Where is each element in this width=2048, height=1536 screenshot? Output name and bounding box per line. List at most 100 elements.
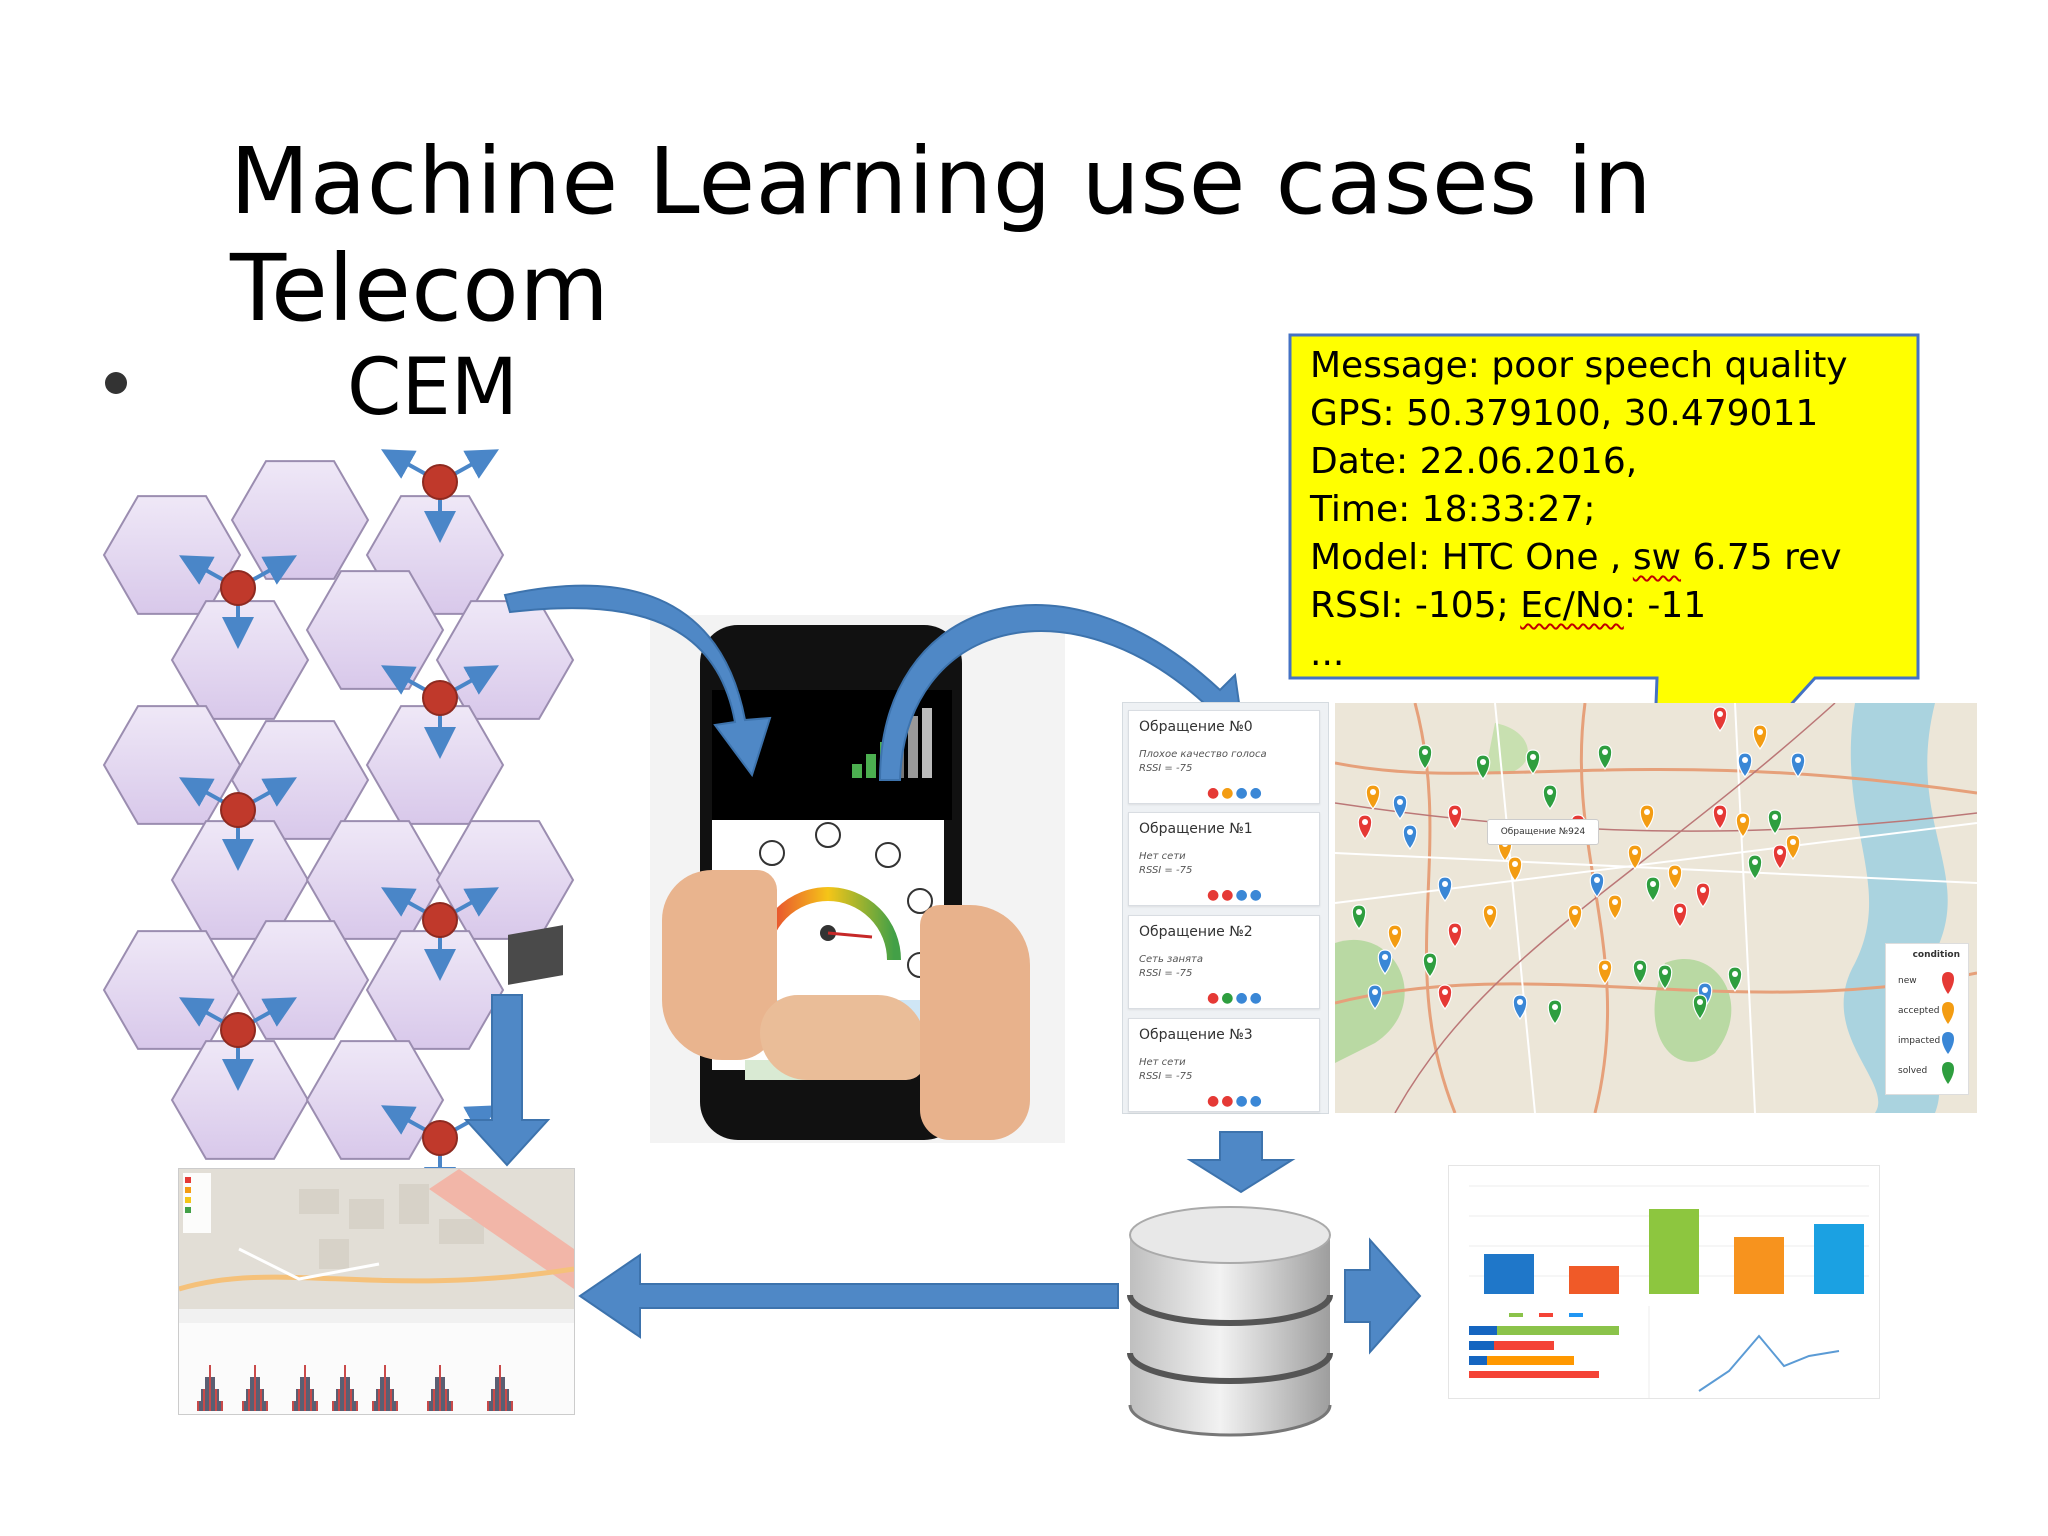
map-pin-icon[interactable] [1747,854,1763,881]
map-pin-icon[interactable] [1547,999,1563,1026]
cell-node-icon [381,665,499,759]
map-pin-icon[interactable] [1790,752,1806,779]
map-pin-icon[interactable] [1387,924,1403,951]
timeline-bar [306,1377,308,1411]
map-popup[interactable]: Обращение №924 [1487,819,1599,845]
map-pin-icon[interactable] [1525,749,1541,776]
timeline-bar [374,1401,376,1411]
ticket-card[interactable]: Обращение №1 Нет сети RSSI = -75 ●●●● [1128,812,1320,906]
map-pin-icon[interactable] [1512,994,1528,1021]
legend-pin-icon [1942,1002,1954,1024]
map-pin-icon[interactable] [1437,984,1453,1011]
cell-node-icon [179,777,297,871]
timeline-bar [441,1377,443,1411]
map-pin-icon[interactable] [1712,706,1728,733]
timeline-bar [199,1401,201,1411]
map-pin-icon[interactable] [1482,904,1498,931]
map-pin-icon[interactable] [1422,952,1438,979]
map-pin-icon[interactable] [1772,844,1788,871]
map-pin-icon[interactable] [1597,744,1613,771]
timeline-bar [388,1377,390,1411]
map-pin-icon[interactable] [1735,812,1751,839]
map-pin-icon[interactable] [1392,794,1408,821]
map-pin-icon[interactable] [1507,856,1523,883]
map-pin-icon[interactable] [1737,752,1753,779]
map-pin-icon[interactable] [1632,959,1648,986]
database-icon [1127,1206,1333,1437]
timeline-bar [211,1377,213,1411]
callout-rssi: RSSI: -105; Ec/No: -11 [1310,582,1848,630]
timeline-bar [449,1401,451,1411]
timeline-bar [491,1389,493,1411]
timeline-bar [350,1389,352,1411]
timeline-bar [499,1365,501,1411]
ticket-desc: Нет сети [1139,851,1186,862]
map-pin-icon[interactable] [1597,959,1613,986]
dashboard-bar [1569,1266,1619,1294]
timeline-bar [197,1401,199,1411]
map-pin-icon[interactable] [1692,994,1708,1021]
map-pin-icon[interactable] [1567,904,1583,931]
timeline-bar [302,1377,304,1411]
map-pin-icon[interactable] [1367,984,1383,1011]
legend-item-impacted: impacted [1898,1036,1941,1046]
map-pin-icon[interactable] [1542,784,1558,811]
map-pin-icon[interactable] [1589,872,1605,899]
map-pin-icon[interactable] [1627,844,1643,871]
timeline-bar [507,1389,509,1411]
cell-node-icon [179,555,297,649]
map-pin-icon[interactable] [1365,784,1381,811]
timeline-bar [437,1377,439,1411]
coverage-map-graphics [179,1169,574,1414]
cell-hexagon [170,1040,310,1160]
map-pin-icon[interactable] [1645,876,1661,903]
map-pin-icon[interactable] [1639,804,1655,831]
ticket-card[interactable]: Обращение №0 Плохое качество голоса RSSI… [1128,710,1320,804]
cell-hexagon [365,930,505,1050]
map-pin-icon[interactable] [1417,744,1433,771]
map-pin-icon[interactable] [1402,824,1418,851]
map-pin-icon[interactable] [1712,804,1728,831]
timeline-bar [207,1377,209,1411]
map-pin-icon[interactable] [1447,804,1463,831]
timeline-bar [427,1401,429,1411]
timeline-bar [487,1401,489,1411]
timeline-bar [219,1401,221,1411]
timeline-bar [308,1377,310,1411]
timeline-bar [447,1389,449,1411]
timeline-bar [304,1365,306,1411]
map-pin-icon[interactable] [1752,724,1768,751]
timeline-bar [248,1389,250,1411]
timeline-bar [396,1401,398,1411]
map-pin-icon[interactable] [1785,834,1801,861]
map-pin-icon[interactable] [1727,966,1743,993]
dashboard-bar [1814,1224,1864,1294]
timeline-bar [252,1377,254,1411]
map-pin-icon[interactable] [1357,814,1373,841]
map-pin-icon[interactable] [1657,964,1673,991]
cell-network-diagram [102,449,575,1180]
map-pin-icon[interactable] [1437,876,1453,903]
ticket-title: Обращение №1 [1139,821,1253,837]
timeline-bar [344,1365,346,1411]
map-pin-icon[interactable] [1351,904,1367,931]
callout-model: Model: HTC One , sw 6.75 rev [1310,534,1848,582]
analytics-dashboard [1448,1165,1880,1399]
ticket-card[interactable]: Обращение №3 Нет сети RSSI = -75 ●●●● [1128,1018,1320,1112]
map-pin-icon[interactable] [1695,882,1711,909]
map-pin-icon[interactable] [1607,894,1623,921]
timeline-bar [429,1401,431,1411]
ticket-card[interactable]: Обращение №2 Сеть занята RSSI = -75 ●●●● [1128,915,1320,1009]
map-pin-icon[interactable] [1672,902,1688,929]
map-pin-icon[interactable] [1667,864,1683,891]
legend-pins [1942,972,1954,1084]
map-pin-icon[interactable] [1475,754,1491,781]
legend-pin-icon [1942,972,1954,994]
map-pin-icon[interactable] [1767,809,1783,836]
timeline-bar [431,1389,433,1411]
map-pin-icon[interactable] [1377,949,1393,976]
cell-node-icon [381,887,499,981]
hand-lower [920,905,1030,1140]
map-pin-icon[interactable] [1447,922,1463,949]
ticket-desc: Плохое качество голоса [1139,749,1267,760]
